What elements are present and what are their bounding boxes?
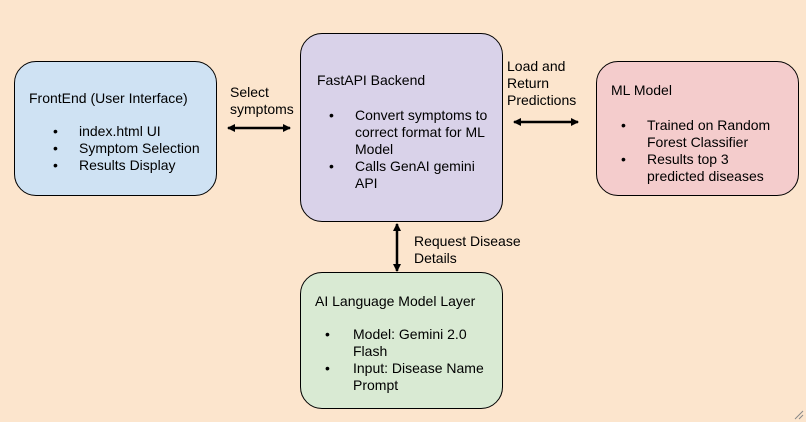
ml-model-title: ML Model (611, 82, 672, 98)
frontend-title: FrontEnd (User Interface) (29, 90, 188, 106)
ai-layer-list: Model: Gemini 2.0 Flash Input: Disease N… (315, 326, 494, 394)
backend-box: FastAPI Backend Convert symptoms to corr… (300, 33, 503, 222)
backend-item: Convert symptoms to correct format for M… (317, 107, 492, 158)
ai-layer-title: AI Language Model Layer (315, 293, 476, 309)
ml-model-item: Results top 3 predicted diseases (611, 151, 790, 185)
ai-layer-item: Input: Disease Name Prompt (315, 360, 494, 394)
ai-layer-box: AI Language Model Layer Model: Gemini 2.… (300, 272, 503, 409)
frontend-item: index.html UI (29, 123, 216, 140)
ai-layer-item: Model: Gemini 2.0 Flash (315, 326, 494, 360)
label-request-disease-details: Request Disease Details (414, 233, 521, 266)
frontend-item: Symptom Selection (29, 140, 216, 157)
label-select-symptoms: Select symptoms (230, 84, 294, 117)
ml-model-list: Trained on Random Forest Classifier Resu… (611, 117, 790, 185)
backend-title: FastAPI Backend (317, 72, 426, 88)
frontend-list: index.html UI Symptom Selection Results … (29, 123, 216, 174)
backend-item: Calls GenAI gemini API (317, 158, 492, 192)
backend-list: Convert symptoms to correct format for M… (317, 107, 492, 192)
ml-model-box: ML Model Trained on Random Forest Classi… (596, 61, 799, 196)
resize-grip-icon[interactable] (792, 408, 804, 420)
label-load-return-predictions: Load and Return Predictions (507, 58, 577, 108)
frontend-item: Results Display (29, 157, 216, 174)
ml-model-item: Trained on Random Forest Classifier (611, 117, 790, 151)
frontend-box: FrontEnd (User Interface) index.html UI … (14, 61, 217, 196)
